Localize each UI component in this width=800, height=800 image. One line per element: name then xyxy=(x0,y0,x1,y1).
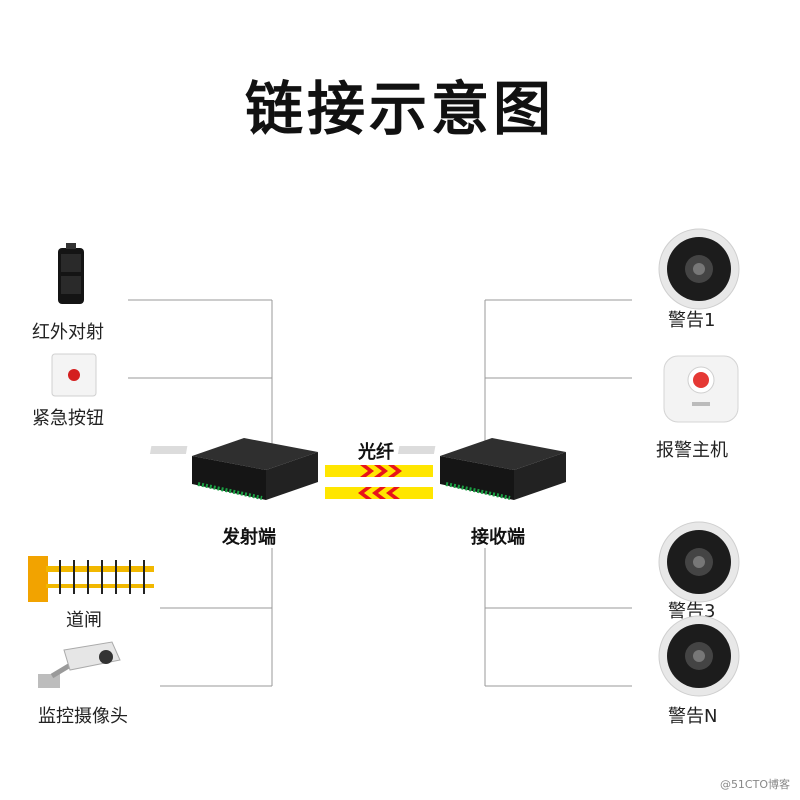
fiber-link-label: 光纤 xyxy=(358,442,394,463)
device-label-infrared: 红外对射 xyxy=(32,322,104,343)
device-label-speaker-n: 警告N xyxy=(668,706,718,727)
transmitter-label: 发射端 xyxy=(222,527,276,548)
device-label-cctv-camera: 监控摄像头 xyxy=(38,706,128,727)
watermark: @51CTO博客 xyxy=(719,778,790,791)
device-label-emergency-button: 紧急按钮 xyxy=(32,408,104,429)
device-label-speaker-1: 警告1 xyxy=(668,310,716,331)
device-label-alarm-host: 报警主机 xyxy=(656,440,728,461)
diagram-title: 链接示意图 xyxy=(244,75,555,143)
receiver-label: 接收端 xyxy=(471,527,525,548)
device-label-barrier-gate: 道闸 xyxy=(66,610,102,631)
